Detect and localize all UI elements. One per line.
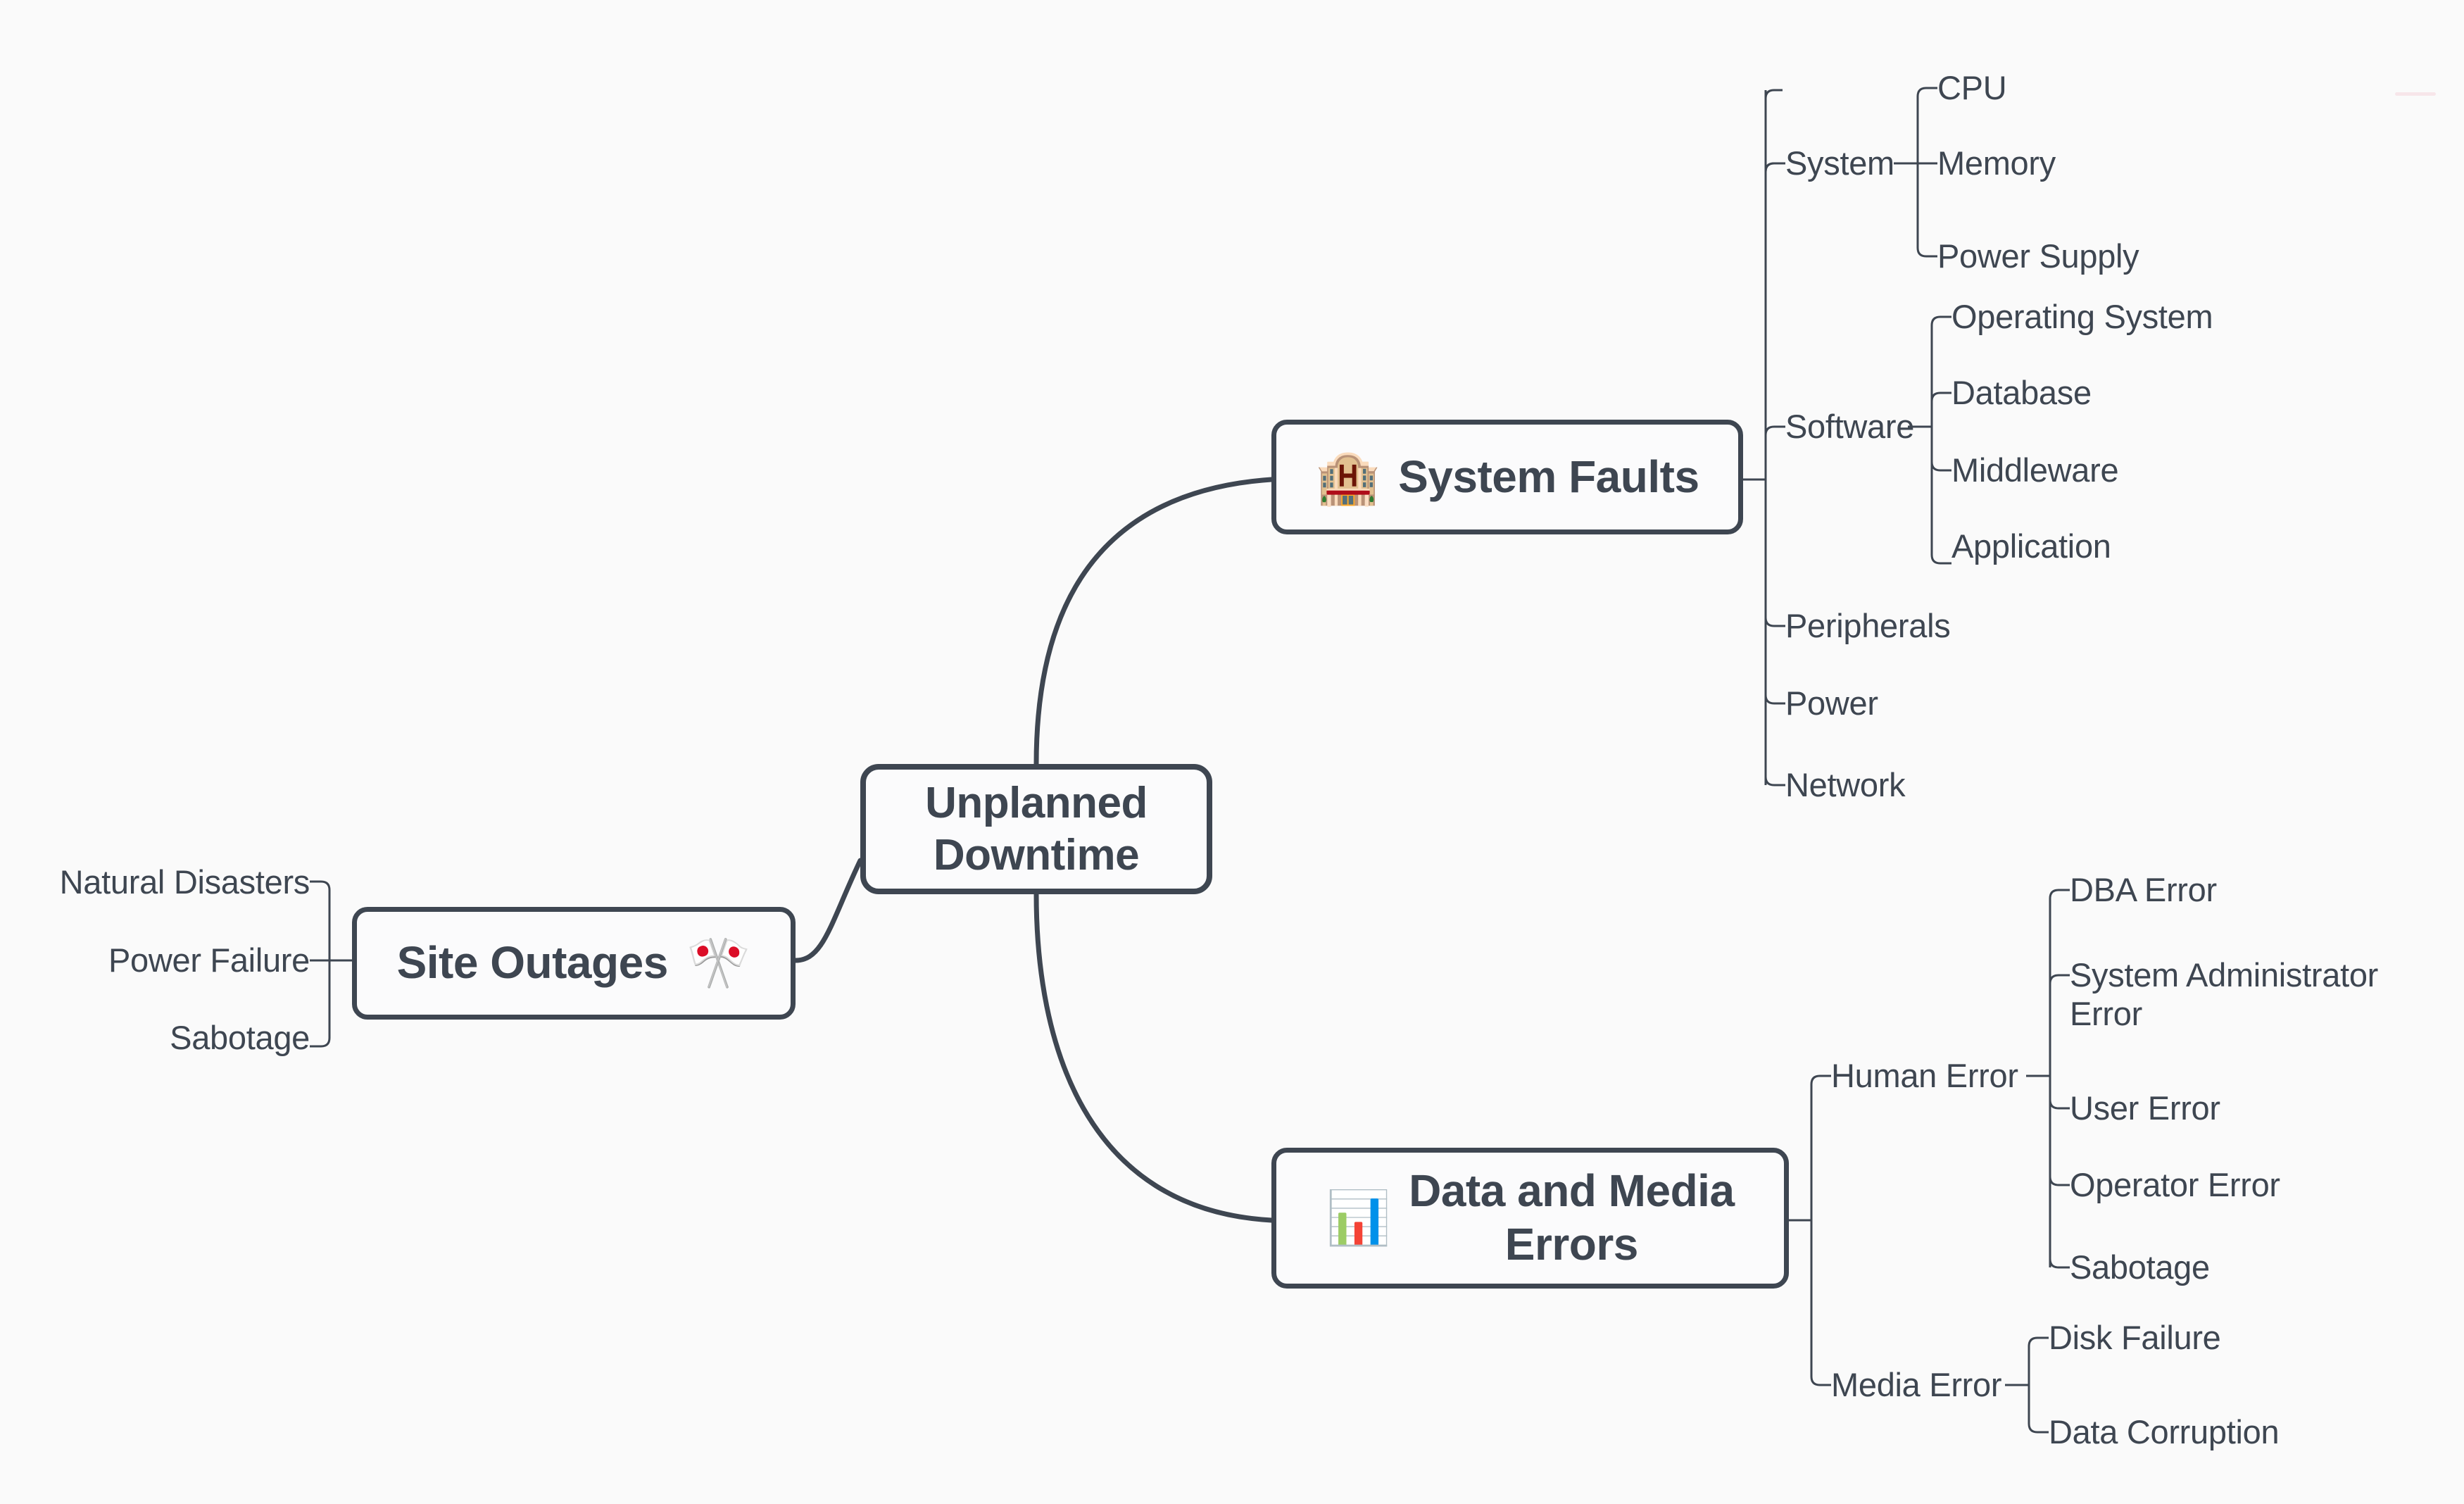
subtopic-dba-error[interactable]: DBA Error <box>2070 871 2217 908</box>
subtopic-data-corruption[interactable]: Data Corruption <box>2049 1413 2280 1450</box>
subtopic-system[interactable]: System <box>1785 144 1894 182</box>
subtopic-operator-error[interactable]: Operator Error <box>2070 1166 2280 1203</box>
render-artifact-line <box>2395 92 2436 96</box>
subtopic-cpu[interactable]: CPU <box>1937 69 2007 106</box>
subtopic-human-error[interactable]: Human Error <box>1831 1057 2018 1094</box>
data-media-label-line1: Data and Media <box>1409 1165 1735 1217</box>
subtopic-operating-system[interactable]: Operating System <box>1951 298 2213 335</box>
data-media-label-line2: Errors <box>1504 1219 1639 1270</box>
subtopic-database[interactable]: Database <box>1951 374 2092 411</box>
subtopic-user-error[interactable]: User Error <box>2070 1089 2220 1127</box>
subtopic-middleware[interactable]: Middleware <box>1951 451 2119 489</box>
subtopic-disk-failure[interactable]: Disk Failure <box>2049 1319 2221 1356</box>
node-site-outages-label: Site Outages <box>396 937 669 989</box>
subtopic-application[interactable]: Application <box>1951 527 2111 565</box>
root-node-unplanned-downtime[interactable]: Unplanned Downtime <box>860 764 1212 894</box>
subtopic-media-error[interactable]: Media Error <box>1831 1366 2002 1403</box>
root-label-line1: Unplanned <box>925 779 1148 828</box>
hotel-building-icon: 🏨 <box>1315 446 1381 508</box>
root-node-label: Unplanned Downtime <box>925 777 1148 880</box>
subtopic-software[interactable]: Software <box>1785 408 1915 445</box>
subtopic-peripherals[interactable]: Peripherals <box>1785 607 1951 644</box>
bar-chart-increasing-icon: 📊 <box>1326 1188 1391 1248</box>
subtopic-power-supply[interactable]: Power Supply <box>1937 237 2139 275</box>
node-system-faults[interactable]: 🏨 System Faults <box>1271 420 1743 534</box>
node-site-outages[interactable]: Site Outages 🎌 <box>352 907 796 1020</box>
root-label-line2: Downtime <box>933 830 1140 879</box>
node-system-faults-label: System Faults <box>1398 451 1699 502</box>
node-data-and-media-errors[interactable]: 📊 Data and Media Errors <box>1271 1148 1789 1289</box>
crossed-flags-icon: 🎌 <box>686 933 751 994</box>
subtopic-network[interactable]: Network <box>1785 766 1906 803</box>
subtopic-memory[interactable]: Memory <box>1937 144 2056 182</box>
subtopic-sabotage-human[interactable]: Sabotage <box>2070 1248 2210 1286</box>
subtopic-system-administrator-error[interactable]: System Administrator Error <box>2070 956 2379 1033</box>
subtopic-sabotage-site[interactable]: Sabotage <box>170 1019 310 1056</box>
subtopic-power-failure[interactable]: Power Failure <box>108 941 310 979</box>
subtopic-natural-disasters[interactable]: Natural Disasters <box>59 863 310 901</box>
node-data-and-media-errors-label: Data and Media Errors <box>1409 1165 1735 1271</box>
subtopic-power[interactable]: Power <box>1785 684 1878 722</box>
